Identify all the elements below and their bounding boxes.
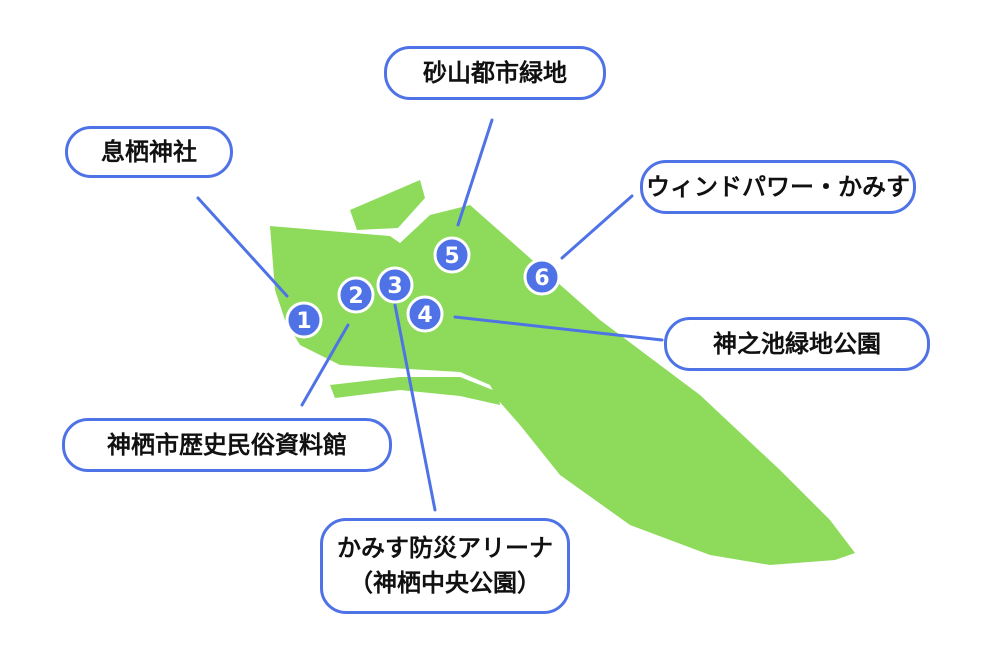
land-main (270, 205, 855, 565)
marker-4[interactable]: 4 (406, 295, 444, 333)
marker-5-number: 5 (444, 244, 459, 269)
leader-line-3 (393, 303, 437, 512)
label-history-museum-text: 神栖市歴史民俗資料館 (107, 430, 347, 459)
marker-6[interactable]: 6 (523, 258, 561, 296)
label-arena-line1: かみす防災アリーナ (337, 534, 553, 563)
label-kaminoike-park[interactable]: 神之池緑地公園 (664, 317, 930, 371)
label-arena-line2: （神栖中央公園） (349, 569, 541, 597)
label-kaminoike-park-text: 神之池緑地公園 (713, 329, 881, 358)
marker-2-number: 2 (348, 284, 363, 309)
land-strip-south (330, 377, 500, 405)
label-wind-power-text: ウィンドパワー・かみす (646, 172, 910, 201)
land-areas (270, 180, 855, 565)
leader-line-1 (196, 196, 289, 298)
leader-lines (196, 118, 664, 512)
marker-1-number: 1 (296, 309, 311, 334)
markers: 1 2 3 4 5 6 (285, 236, 561, 339)
marker-6-number: 6 (534, 266, 549, 291)
marker-5[interactable]: 5 (433, 236, 471, 274)
marker-3-number: 3 (387, 274, 402, 299)
label-history-museum[interactable]: 神栖市歴史民俗資料館 (62, 418, 392, 472)
marker-3[interactable]: 3 (376, 266, 414, 304)
label-wind-power[interactable]: ウィンドパワー・かみす (640, 160, 916, 214)
leader-line-2 (300, 323, 350, 407)
marker-1[interactable]: 1 (285, 301, 323, 339)
label-okisu-shrine[interactable]: 息栖神社 (65, 126, 233, 178)
label-sunayama-green-text: 砂山都市緑地 (423, 58, 567, 87)
leader-line-5 (456, 118, 494, 227)
label-sunayama-green[interactable]: 砂山都市緑地 (384, 46, 606, 100)
label-kamisu-disaster-arena[interactable]: かみす防災アリーナ （神栖中央公園） (320, 518, 570, 614)
land-strip-north (350, 180, 425, 230)
leader-line-6 (560, 194, 634, 260)
leader-line-4 (453, 315, 664, 342)
marker-2[interactable]: 2 (337, 276, 375, 314)
label-okisu-shrine-text: 息栖神社 (101, 137, 197, 166)
marker-4-number: 4 (417, 303, 432, 328)
